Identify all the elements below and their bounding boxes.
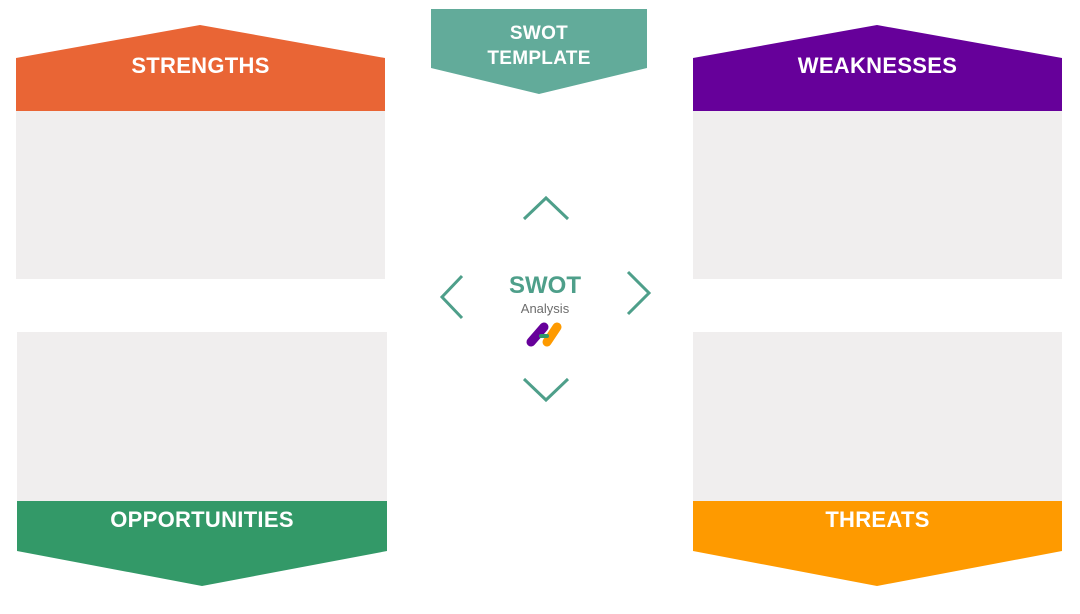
opportunities-header bbox=[17, 501, 387, 586]
chevron-down-icon bbox=[522, 377, 570, 403]
strengths-label: STRENGTHS bbox=[131, 53, 270, 78]
template-title-line2: TEMPLATE bbox=[487, 48, 591, 69]
chevron-left-icon bbox=[439, 274, 464, 320]
weaknesses-panel bbox=[693, 111, 1062, 279]
center-title: SWOT bbox=[509, 272, 581, 299]
template-banner bbox=[431, 9, 647, 94]
center-subtitle: Analysis bbox=[520, 301, 570, 316]
template-title-line1: SWOT bbox=[509, 23, 569, 44]
strengths-header bbox=[16, 25, 385, 111]
strengths-panel bbox=[16, 111, 385, 279]
chevron-right-icon bbox=[626, 270, 652, 316]
weaknesses-label: WEAKNESSES bbox=[797, 53, 958, 78]
chevron-up-icon bbox=[522, 195, 570, 221]
weaknesses-header bbox=[693, 25, 1062, 111]
logo-icon bbox=[526, 322, 562, 347]
threats-header bbox=[693, 501, 1062, 586]
threats-label: THREATS bbox=[825, 507, 930, 532]
template-title: SWOT TEMPLATE bbox=[431, 21, 647, 71]
opportunities-label: OPPORTUNITIES bbox=[110, 507, 294, 532]
threats-panel bbox=[693, 332, 1062, 501]
opportunities-panel bbox=[17, 332, 387, 501]
